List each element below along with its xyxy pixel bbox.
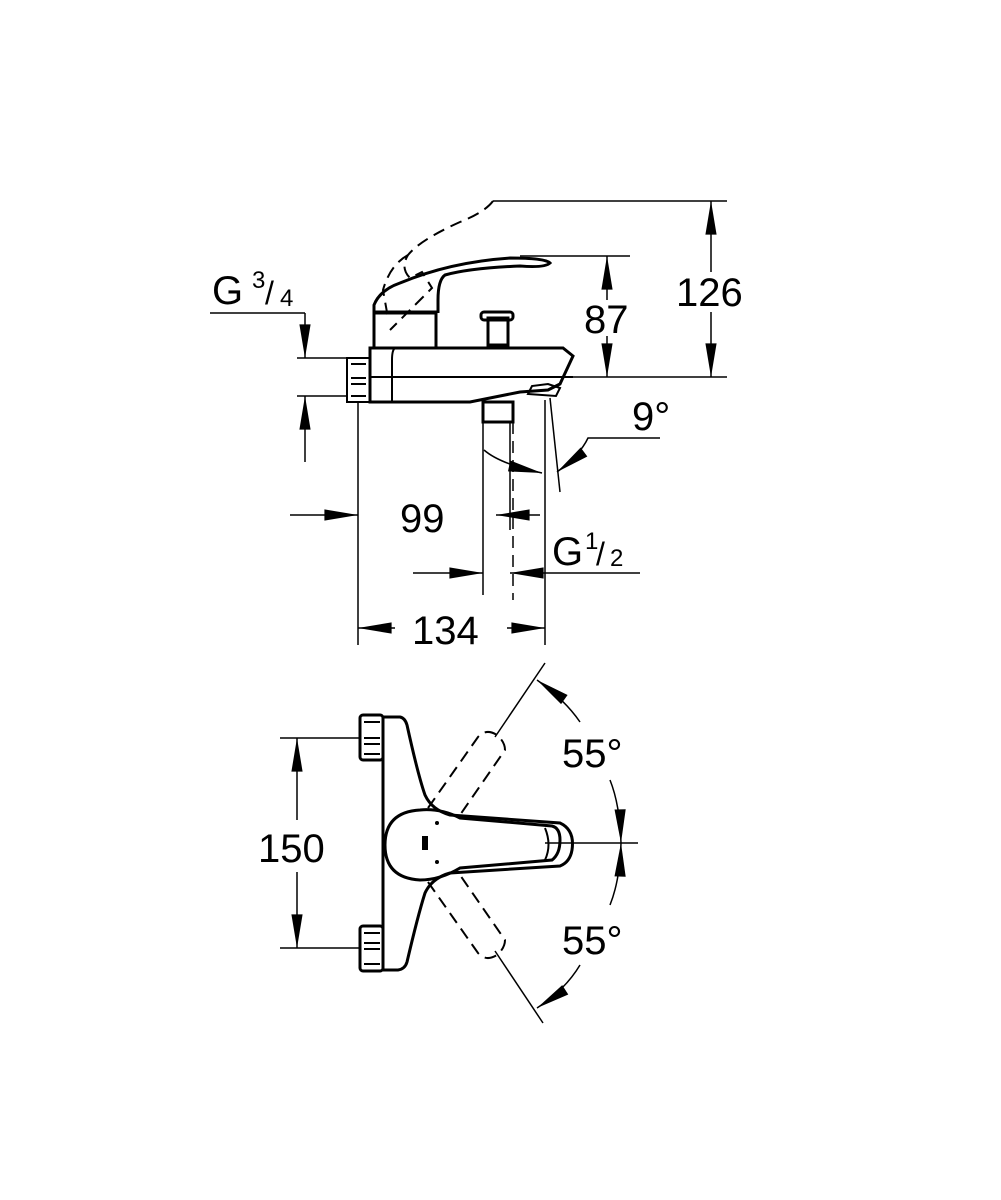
dimension-g34: G 3 / 4 xyxy=(212,267,311,462)
dimension-134: 134 xyxy=(358,609,545,653)
faucet-body-top xyxy=(358,713,574,973)
g12-den: 2 xyxy=(610,545,623,572)
g34-den: 4 xyxy=(280,285,293,312)
fraction-slash: / xyxy=(265,275,274,311)
dimension-126: 126 xyxy=(676,201,743,377)
side-view: 126 87 G 3 / 4 99 G 1 / 2 xyxy=(210,200,743,653)
dimension-87: 87 xyxy=(584,256,629,377)
dim-126-label: 126 xyxy=(676,271,743,315)
g34-prefix: G xyxy=(212,269,243,313)
dim-55-lower-label: 55° xyxy=(562,919,623,963)
dim-87-label: 87 xyxy=(584,298,629,342)
dim-150-label: 150 xyxy=(258,827,325,871)
dimension-g12: G 1 / 2 xyxy=(413,528,640,579)
dim-99-label: 99 xyxy=(400,497,445,541)
dim-9deg-label: 9° xyxy=(632,395,670,439)
g12-num: 1 xyxy=(585,528,598,555)
g34-num: 3 xyxy=(252,267,265,294)
dimension-9deg: 9° xyxy=(483,395,670,474)
dimension-55deg-upper: 55° xyxy=(536,679,626,844)
dimension-55deg-lower: 55° xyxy=(536,842,626,1009)
dimension-150: 150 xyxy=(258,737,325,949)
fraction-slash: / xyxy=(596,536,605,572)
dim-134-label: 134 xyxy=(412,609,479,653)
extension-lines-top xyxy=(280,662,638,1024)
faucet-body-side xyxy=(346,200,575,424)
dim-55-upper-label: 55° xyxy=(562,732,623,776)
extension-lines xyxy=(210,200,727,645)
dimension-99: 99 xyxy=(290,497,540,541)
top-view: 150 55° 55° xyxy=(258,662,638,1024)
g12-prefix: G xyxy=(552,530,583,574)
